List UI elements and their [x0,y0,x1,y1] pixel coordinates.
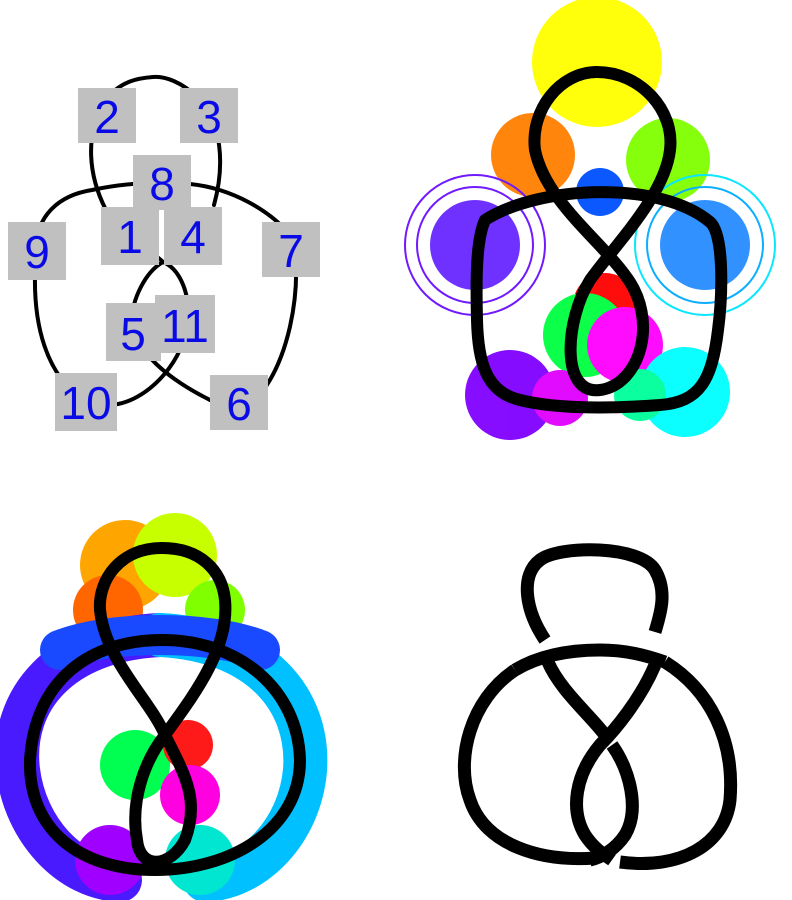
svg-text:5: 5 [120,308,146,360]
svg-text:3: 3 [196,91,222,143]
rounded-knot-panel [17,513,305,895]
svg-text:9: 9 [24,226,50,278]
labeled-knot-panel: 1 2 3 4 5 6 7 8 [8,77,320,431]
node-label-4: 4 [164,207,222,265]
plain-knot-strands [464,550,730,864]
yellow-circle [532,0,662,127]
svg-text:10: 10 [60,377,111,429]
node-label-10: 10 [55,373,117,431]
top-loop [527,550,662,640]
node-label-2: 2 [78,88,136,143]
node-label-7: 7 [262,222,320,277]
svg-text:2: 2 [94,91,120,143]
plain-knot-panel [464,550,730,864]
node-label-3: 3 [180,88,238,143]
node-label-11: 11 [155,295,215,353]
top-band [515,650,665,670]
svg-text:1: 1 [117,211,143,263]
rainbow-circle-cluster [405,0,775,440]
rounded-knot-strands [30,548,300,870]
center-descending-strand [548,662,605,735]
node-label-6: 6 [210,375,268,430]
svg-text:4: 4 [180,211,206,263]
svg-text:8: 8 [149,158,175,210]
node-label-5: 5 [106,303,161,361]
node-label-9: 9 [8,222,66,280]
node-label-1: 1 [101,207,159,265]
svg-text:7: 7 [278,225,304,277]
svg-text:11: 11 [161,300,209,352]
node-label-8: 8 [133,155,191,210]
svg-text:6: 6 [226,378,252,430]
pentagonal-knot-panel [405,0,775,440]
